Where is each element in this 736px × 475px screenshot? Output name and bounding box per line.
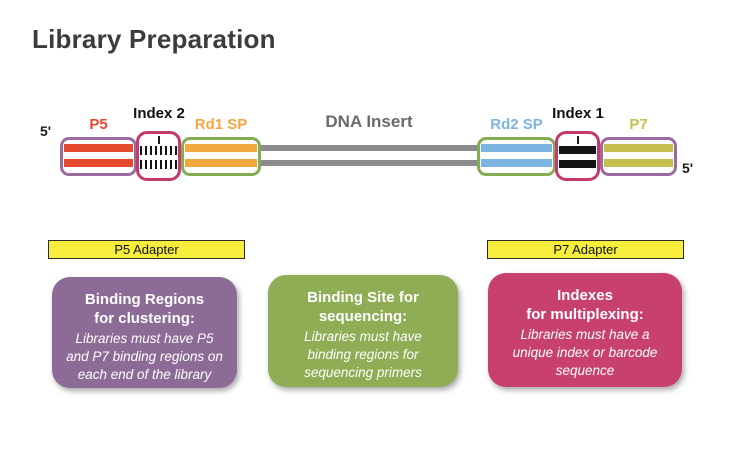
rd2sp-segment-box bbox=[477, 137, 556, 176]
sequencing-body-line3: sequencing primers bbox=[304, 365, 422, 380]
sequencing-heading-line1: Binding Site for bbox=[307, 289, 419, 306]
p5-segment-box bbox=[60, 137, 137, 176]
dna-insert-label: DNA Insert bbox=[325, 112, 413, 131]
index2-tick-mark bbox=[157, 136, 160, 144]
p5-segment-label: P5 bbox=[89, 116, 108, 133]
index1-segment-label: Index 1 bbox=[552, 105, 604, 122]
index2-segment-box bbox=[136, 131, 181, 181]
p7-strand-bar-top bbox=[604, 144, 673, 152]
clustering-body-line1: Libraries must have P5 bbox=[75, 331, 214, 346]
rd1sp-strand-bar-bottom bbox=[185, 159, 257, 167]
multiplexing-body-line3: sequence bbox=[555, 363, 615, 378]
sequencing-callout: Binding Site for sequencing: Libraries m… bbox=[268, 275, 458, 387]
index1-strand-bar-top bbox=[559, 146, 596, 154]
p7-adapter-banner: P7 Adapter bbox=[487, 240, 684, 259]
multiplexing-body-line1: Libraries must have a bbox=[520, 327, 650, 342]
multiplexing-body-line2: unique index or barcode bbox=[512, 345, 658, 360]
dna-strand-bottom bbox=[258, 160, 480, 166]
clustering-heading-line2: for clustering: bbox=[94, 310, 195, 327]
index2-hatched-bar-bottom bbox=[140, 160, 177, 169]
sequencing-heading-line2: sequencing: bbox=[318, 308, 408, 325]
clustering-body-line3: each end of the library bbox=[77, 367, 212, 382]
p7-segment-label: P7 bbox=[629, 116, 648, 133]
clustering-body-line2: and P7 binding regions on bbox=[66, 349, 223, 364]
index1-strand-bar-bottom bbox=[559, 160, 596, 168]
multiplexing-heading-line1: Indexes bbox=[557, 287, 613, 304]
rd2sp-segment-label: Rd2 SP bbox=[490, 116, 543, 133]
rd1sp-segment-box bbox=[181, 137, 261, 176]
clustering-callout: Binding Regions for clustering: Librarie… bbox=[52, 277, 237, 388]
rd2sp-strand-bar-top bbox=[481, 144, 552, 152]
page-title: Library Preparation bbox=[32, 24, 276, 54]
p5-adapter-banner: P5 Adapter bbox=[48, 240, 245, 259]
p7-strand-bar-bottom bbox=[604, 159, 673, 167]
dna-strand-top bbox=[258, 145, 480, 151]
sequencing-body-line1: Libraries must have bbox=[304, 329, 422, 344]
multiplexing-callout: Indexes for multiplexing: Libraries must… bbox=[488, 273, 682, 387]
p7-segment-box bbox=[600, 137, 677, 176]
p5-strand-bar-top bbox=[64, 144, 133, 152]
index1-tick-mark bbox=[576, 136, 579, 144]
index2-hatched-bar-top bbox=[140, 146, 177, 155]
rd2sp-strand-bar-bottom bbox=[481, 159, 552, 167]
five-prime-right-label: 5' bbox=[682, 160, 694, 176]
index1-segment-box bbox=[555, 131, 600, 181]
clustering-heading-line1: Binding Regions bbox=[84, 291, 205, 308]
rd1sp-strand-bar-top bbox=[185, 144, 257, 152]
sequencing-body-line2: binding regions for bbox=[307, 347, 419, 362]
index2-segment-label: Index 2 bbox=[133, 105, 185, 122]
p5-strand-bar-bottom bbox=[64, 159, 133, 167]
multiplexing-heading-line2: for multiplexing: bbox=[526, 306, 644, 323]
five-prime-left-label: 5' bbox=[40, 123, 52, 139]
rd1sp-segment-label: Rd1 SP bbox=[194, 116, 248, 133]
